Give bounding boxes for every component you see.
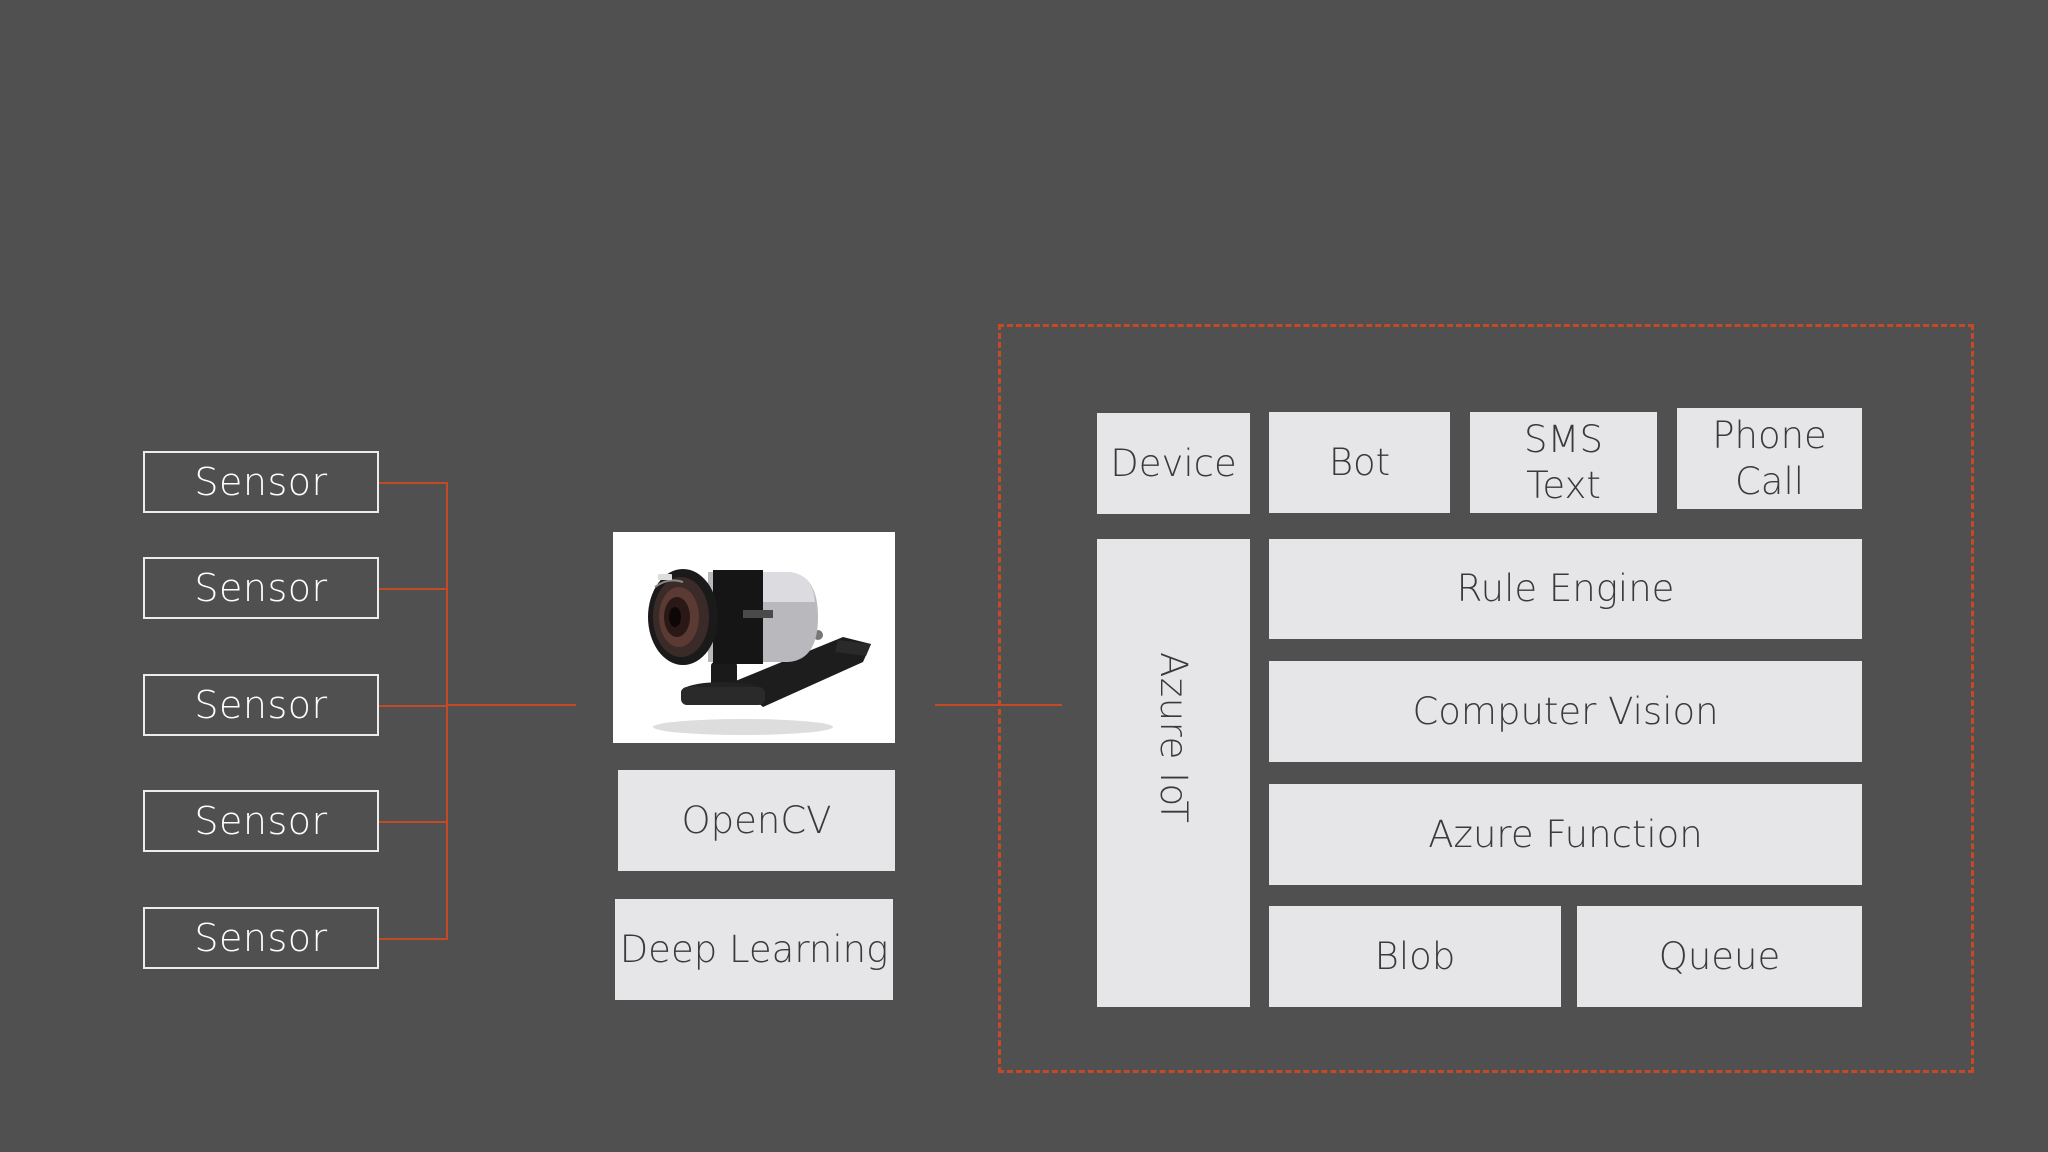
queue-box: Queue <box>1577 906 1862 1007</box>
sensor-box-3: Sensor <box>143 674 379 736</box>
device-box: Device <box>1097 413 1250 514</box>
device-label: Device <box>1110 441 1237 485</box>
sensor-label: Sensor <box>194 460 328 504</box>
sensor-connector-1 <box>379 482 447 484</box>
computer-vision-box: Computer Vision <box>1269 661 1862 762</box>
sensor-label: Sensor <box>194 799 328 843</box>
azure-iot-box: Azure IoT <box>1097 539 1250 1007</box>
sensor-box-2: Sensor <box>143 557 379 619</box>
phone-call-box: Phone Call <box>1677 408 1862 509</box>
opencv-box: OpenCV <box>618 770 895 871</box>
bot-box: Bot <box>1269 412 1450 513</box>
sensor-to-camera-line <box>446 704 576 706</box>
azure-iot-label: Azure IoT <box>1152 652 1196 824</box>
deep-learning-box: Deep Learning <box>615 899 893 1000</box>
sensor-bus-vertical <box>446 482 448 940</box>
rule-engine-box: Rule Engine <box>1269 539 1862 639</box>
azure-function-label: Azure Function <box>1428 812 1703 856</box>
rule-engine-label: Rule Engine <box>1456 567 1675 611</box>
blob-label: Blob <box>1374 934 1456 978</box>
azure-function-box: Azure Function <box>1269 784 1862 885</box>
webcam-icon <box>613 532 895 743</box>
sms-text-label: SMS Text <box>1524 418 1603 507</box>
blob-box: Blob <box>1269 906 1561 1007</box>
queue-label: Queue <box>1658 934 1781 978</box>
sms-text-box: SMS Text <box>1470 412 1657 513</box>
bot-label: Bot <box>1328 440 1391 484</box>
sensor-connector-2 <box>379 588 447 590</box>
sensor-connector-5 <box>379 938 447 940</box>
cloud-boundary <box>998 324 1974 1073</box>
deep-learning-label: Deep Learning <box>619 927 889 971</box>
webcam-image <box>613 532 895 743</box>
sensor-label: Sensor <box>194 566 328 610</box>
sensor-box-4: Sensor <box>143 790 379 852</box>
opencv-label: OpenCV <box>681 798 832 842</box>
computer-vision-label: Computer Vision <box>1412 689 1719 733</box>
sensor-label: Sensor <box>194 683 328 727</box>
sensor-box-1: Sensor <box>143 451 379 513</box>
sensor-connector-3 <box>379 705 447 707</box>
sensor-box-5: Sensor <box>143 907 379 969</box>
phone-call-label: Phone Call <box>1712 414 1827 503</box>
sensor-connector-4 <box>379 821 447 823</box>
sensor-label: Sensor <box>194 916 328 960</box>
